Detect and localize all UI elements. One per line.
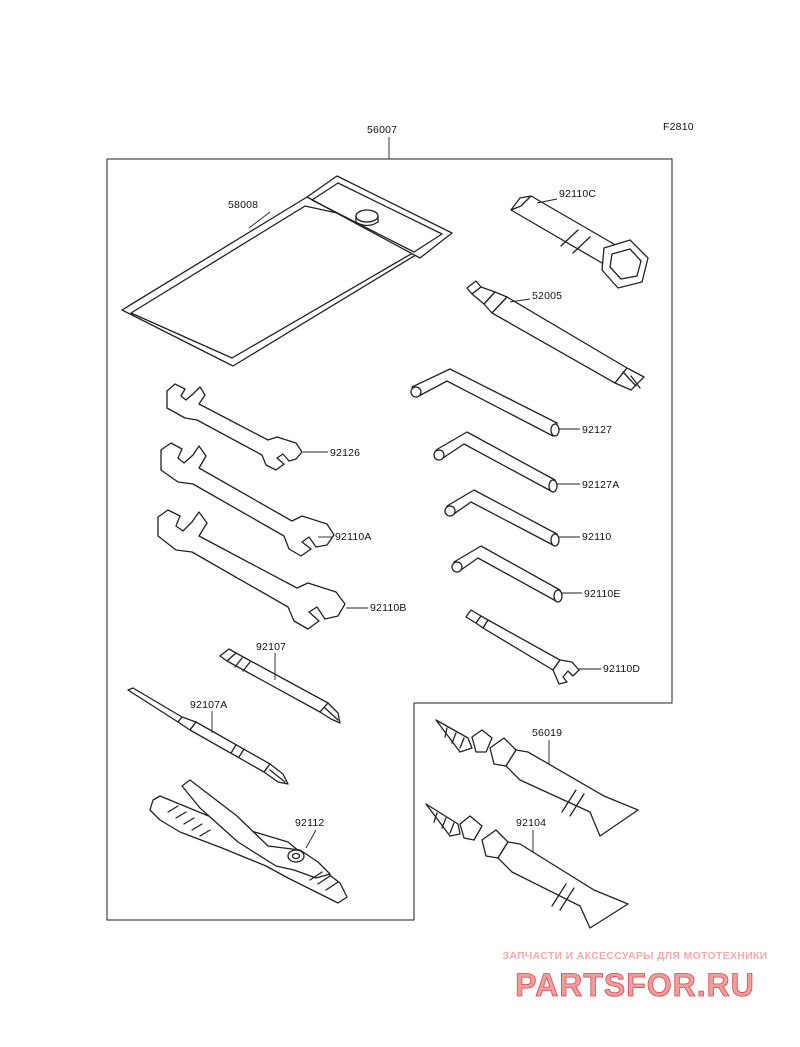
label-hex-key-92110: 92110	[582, 531, 611, 543]
hex-key-92127a	[433, 431, 558, 493]
label-spoke-wrench: 92110D	[603, 663, 640, 675]
watermark-logo-text: PARTSFOR.RU	[515, 968, 755, 1002]
label-pliers: 92112	[295, 817, 324, 829]
watermark-caption: ЗАПЧАСТИ И АКСЕССУАРЫ ДЛЯ МОТОТЕХНИКИ	[502, 950, 768, 962]
label-bit-92107: 92107	[256, 641, 286, 653]
label-case: 58008	[228, 199, 258, 211]
tool-case	[121, 175, 453, 367]
wrench-92110a	[160, 442, 335, 557]
watermark-logo: PARTSFOR.RU	[515, 968, 755, 1002]
label-wrench-92126: 92126	[330, 447, 360, 459]
label-hex-key-92127: 92127	[582, 424, 612, 436]
grease-tube-92104	[425, 803, 629, 929]
wrench-92126	[166, 383, 303, 471]
label-wrench-92110a: 92110A	[335, 531, 372, 543]
label-bit-92107a: 92107A	[190, 699, 227, 711]
label-kit: 56007	[367, 124, 397, 136]
hex-key-92110	[444, 489, 560, 547]
hex-key-92127	[410, 368, 560, 437]
label-tube-56019: 56019	[532, 727, 562, 739]
screwdriver-handle	[466, 280, 645, 391]
wrench-92110b	[157, 509, 346, 630]
label-socket-wrench: 92110C	[559, 188, 596, 200]
label-wrench-92110b: 92110B	[370, 602, 407, 614]
figure-code: F2810	[663, 121, 694, 133]
spoke-wrench	[465, 609, 580, 685]
bit-92107a	[127, 687, 289, 785]
label-tube-92104: 92104	[516, 817, 546, 829]
hex-key-92110e	[451, 545, 563, 603]
watermark: ЗАПЧАСТИ И АКСЕССУАРЫ ДЛЯ МОТОТЕХНИКИ PA…	[480, 946, 790, 1006]
kit-frame	[106, 158, 673, 921]
bit-92107	[219, 648, 341, 724]
label-hex-key-92127a: 92127A	[582, 479, 619, 491]
socket-wrench	[510, 195, 649, 289]
pliers	[149, 779, 348, 904]
label-screwdriver-handle: 52005	[532, 290, 562, 302]
grease-tube-56019	[435, 719, 639, 837]
label-hex-key-92110e: 92110E	[584, 588, 621, 600]
